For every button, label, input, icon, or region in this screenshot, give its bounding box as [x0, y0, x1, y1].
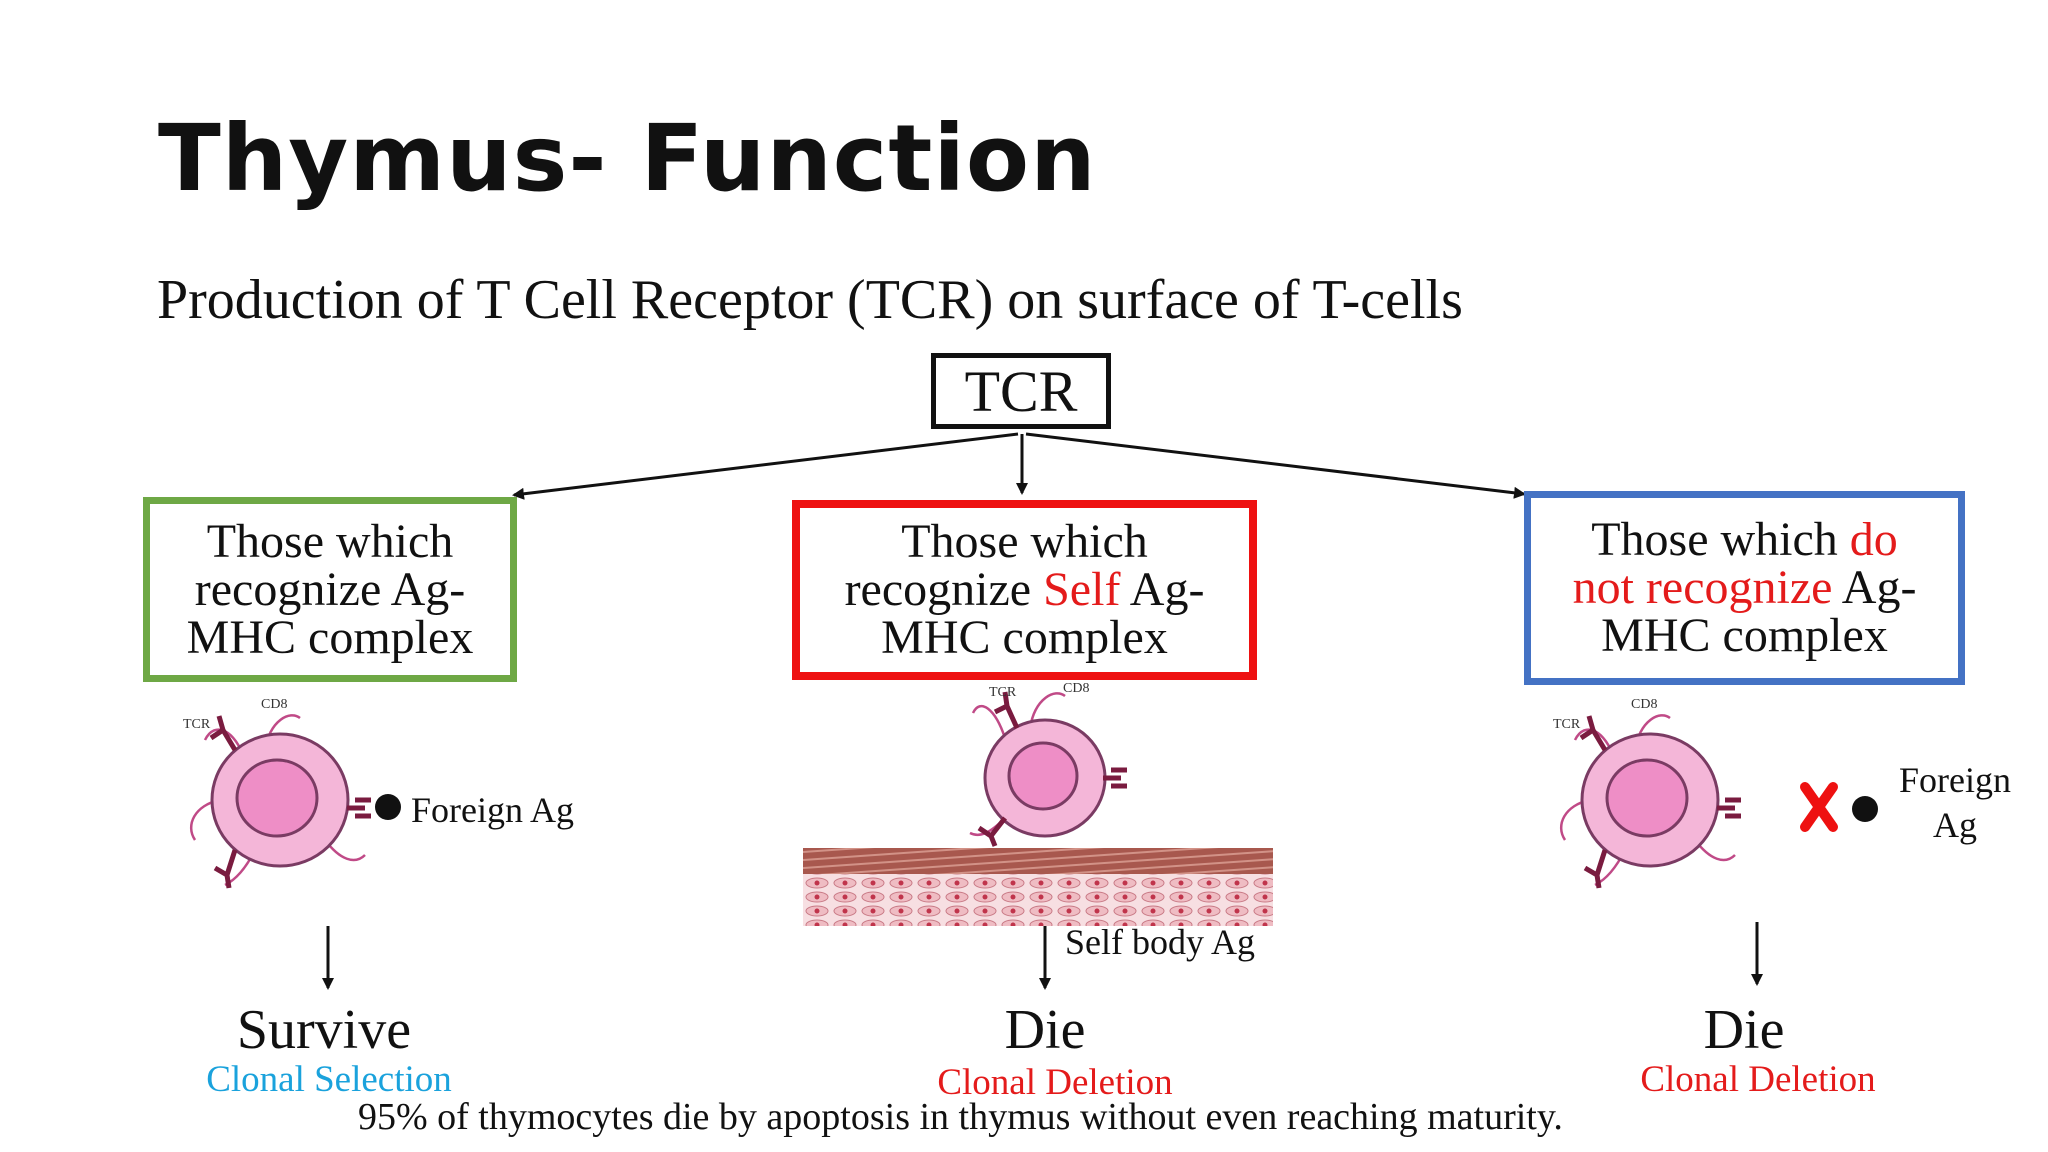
- foreign-ag-label-left: Foreign Ag: [411, 790, 575, 830]
- foreign-antigen-dot-left: [375, 794, 401, 820]
- box-right-do-highlight: do: [1849, 513, 1898, 566]
- t-cell-left: TCR CD8: [183, 697, 371, 889]
- tcr-root-box: TCR: [931, 353, 1111, 429]
- self-body-ag-label: Self body Ag: [1065, 922, 1256, 962]
- t-cell-middle-cd8-label: CD8: [1063, 681, 1089, 696]
- process-clonal-deletion-middle: Clonal Deletion: [937, 1062, 1173, 1103]
- outcome-die-middle: Die: [1004, 999, 1086, 1061]
- t-cell-left-cd8-label: CD8: [261, 697, 287, 712]
- self-tissue-image: [803, 848, 1273, 926]
- box-right-not-recognize-highlight: not recognize: [1572, 561, 1833, 614]
- arrow-to-left: [512, 432, 1019, 500]
- slide-subtitle: Production of T Cell Receptor (TCR) on s…: [157, 269, 1463, 331]
- foreign-ag-right-line2: Ag: [1933, 805, 1977, 845]
- foreign-ag-right-line1: Foreign: [1899, 760, 2011, 800]
- red-x-no-binding-icon: [1800, 782, 1838, 832]
- slide-title: Thymus- Function: [158, 105, 1097, 212]
- tcr-root-label: TCR: [964, 358, 1078, 424]
- process-clonal-selection: Clonal Selection: [206, 1059, 452, 1100]
- box-left-line1: Those which: [206, 514, 454, 568]
- box-mid-line3: MHC complex: [881, 611, 1168, 664]
- footer-note: 95% of thymocytes die by apoptosis in th…: [358, 1096, 1563, 1138]
- box-right-line3: MHC complex: [1601, 609, 1888, 662]
- t-cell-right-cd8-label: CD8: [1631, 697, 1657, 712]
- t-cell-left-tcr-label: TCR: [183, 717, 211, 732]
- box-mid-line2-post: Ag-: [1120, 563, 1205, 616]
- box-mid-line2-pre: recognize: [844, 563, 1044, 616]
- outcome-survive: Survive: [236, 999, 412, 1061]
- box-recognize-self-ag-mhc: Those which recognize Self Ag- MHC compl…: [792, 500, 1257, 680]
- outcome-die-right: Die: [1703, 999, 1785, 1061]
- box-left-line3: MHC complex: [186, 610, 474, 664]
- box-mid-self-highlight: Self: [1043, 563, 1121, 616]
- box-left-line2: recognize Ag-: [194, 562, 466, 616]
- t-cell-right-tcr-label: TCR: [1553, 717, 1581, 732]
- foreign-ag-label-right: Foreign Ag: [1895, 758, 2015, 848]
- t-cell-middle-tcr-label: TCR: [989, 685, 1017, 700]
- foreign-antigen-dot-right: [1852, 796, 1878, 822]
- t-cell-middle: TCR CD8: [969, 681, 1127, 847]
- arrow-to-right: [1025, 432, 1526, 499]
- box-recognize-ag-mhc: Those which recognize Ag- MHC complex: [143, 497, 517, 682]
- box-mid-line1: Those which: [901, 515, 1148, 568]
- box-right-line2-post: Ag-: [1832, 561, 1917, 614]
- t-cell-right: TCR CD8: [1553, 697, 1741, 889]
- box-right-line1-pre: Those which: [1591, 513, 1850, 566]
- process-clonal-deletion-right: Clonal Deletion: [1640, 1059, 1876, 1100]
- box-not-recognize-ag-mhc: Those which do not recognize Ag- MHC com…: [1524, 491, 1965, 685]
